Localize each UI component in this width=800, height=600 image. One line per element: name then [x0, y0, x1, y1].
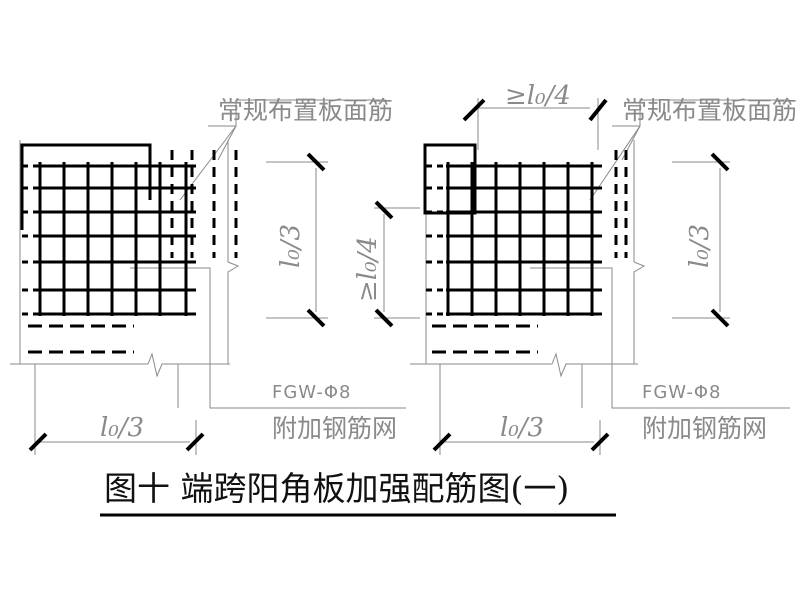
right-regular-rebar-label: 常规布置板面筋	[622, 96, 797, 125]
right-dim-left: ≥l₀/4	[353, 236, 383, 302]
left-mesh-label: 附加钢筋网	[272, 414, 397, 443]
right-regular-rebar	[426, 150, 628, 354]
right-dim-top: ≥l₀/4	[505, 81, 571, 111]
right-corner-region	[423, 143, 477, 215]
right-slab-outline	[374, 98, 790, 455]
right-mesh-spec: FGW-Φ8	[642, 382, 722, 403]
right-dimension-ticks	[374, 98, 730, 452]
right-dim-horizontal: l₀/3	[500, 413, 544, 443]
left-mesh-spec: FGW-Φ8	[272, 382, 352, 403]
right-dim-vertical: l₀/3	[685, 224, 715, 268]
drawing-title: 图十 端跨阳角板加强配筋图(一)	[104, 469, 569, 508]
left-additional-mesh	[38, 162, 196, 316]
right-panel: 常规布置板面筋 FGW-Φ8 附加钢筋网 l₀/3 l₀/3 ≥l₀/4 ≥l₀…	[353, 81, 797, 455]
right-mesh-label: 附加钢筋网	[642, 414, 767, 443]
left-regular-rebar	[22, 150, 238, 354]
left-slab-outline	[10, 99, 406, 455]
left-dim-horizontal: l₀/3	[100, 413, 144, 443]
left-dimension-ticks	[28, 152, 326, 452]
right-additional-mesh	[446, 162, 602, 316]
left-panel: 常规布置板面筋 FGW-Φ8 附加钢筋网 l₀/3 l₀/3	[10, 96, 406, 455]
left-dim-vertical: l₀/3	[276, 224, 306, 268]
left-regular-rebar-label: 常规布置板面筋	[218, 96, 393, 125]
